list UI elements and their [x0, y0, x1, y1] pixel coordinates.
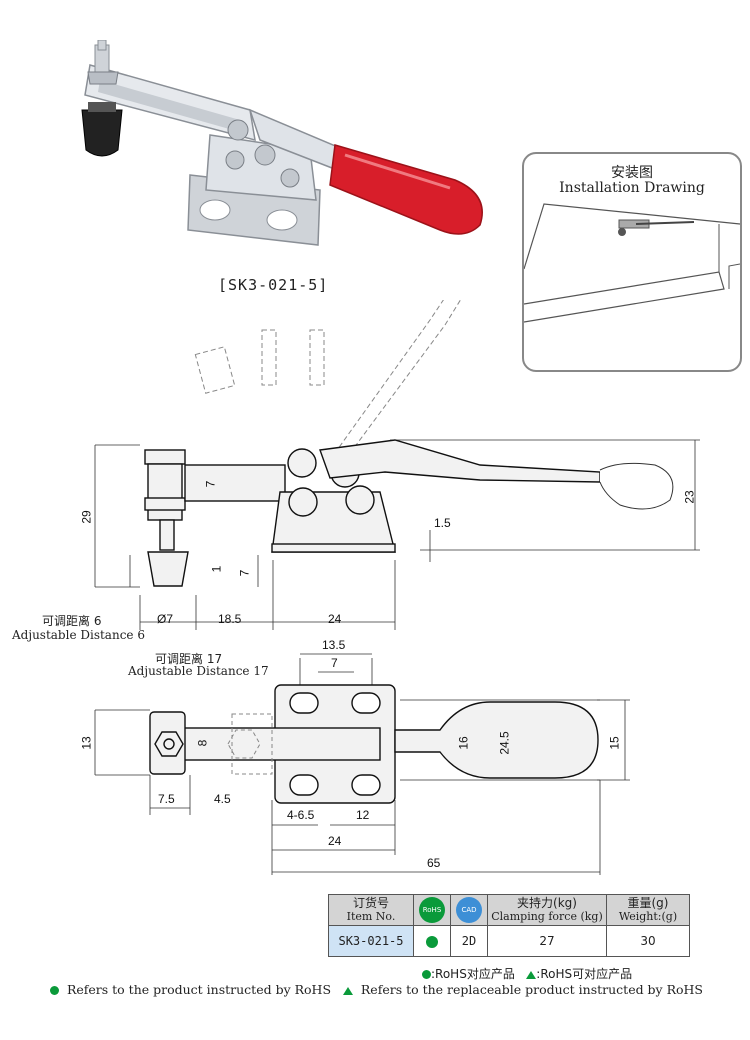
header-weight: 重量(g) Weight:(g) [606, 894, 690, 926]
dim-24-top: 24 [328, 834, 342, 848]
adjustable-6-en: Adjustable Distance 6 [12, 628, 145, 642]
cell-rohs [413, 925, 451, 957]
rohs-dot-icon [426, 935, 438, 948]
dim-7-5: 7.5 [158, 792, 175, 806]
rohs-dot-icon [50, 986, 59, 995]
dim-13-5: 13.5 [322, 638, 346, 652]
dim-4-6-5: 4-6.5 [287, 808, 315, 822]
dim-24-5: 24.5 [497, 731, 512, 755]
dim-7-top: 7 [331, 656, 338, 670]
dim-65: 65 [427, 856, 441, 870]
installation-title-en: Installation Drawing [559, 180, 705, 196]
product-photo [81, 40, 483, 246]
adjustable-6-cn: 可调距离 6 [42, 614, 102, 628]
cad-icon: CAD [456, 897, 482, 923]
cell-weight: 30 [606, 925, 690, 957]
header-rohs: RoHS [413, 894, 451, 926]
cell-force: 27 [487, 925, 607, 957]
legend-en: Refers to the product instructed by RoHS… [50, 982, 703, 997]
dim-phi7: Ø7 [157, 612, 174, 626]
dim-24-side: 24 [328, 612, 342, 626]
legend-cn: :RoHS对应产品 :RoHS可对应产品 [422, 965, 632, 982]
dim-1-5: 1.5 [434, 516, 451, 530]
dim-18-5: 18.5 [218, 612, 242, 626]
cell-cad: 2D [450, 925, 488, 957]
model-caption: [SK3-021-5] [218, 276, 329, 294]
dim-16: 16 [456, 736, 471, 750]
dim-4-5: 4.5 [214, 792, 231, 806]
rohs-icon: RoHS [419, 897, 445, 923]
dim-13: 13 [79, 736, 94, 750]
dim-15: 15 [607, 736, 622, 750]
header-cad: CAD [450, 894, 488, 926]
adjustable-17-en: Adjustable Distance 17 [128, 664, 269, 678]
dim-8: 8 [195, 739, 210, 747]
replaceable-triangle-icon [526, 970, 537, 979]
spec-table: 订货号 Item No. RoHS CAD 夹持力(kg) Clamping f… [328, 894, 690, 957]
dim-12: 12 [356, 808, 370, 822]
dim-7-low: 7 [237, 569, 252, 577]
dim-1: 1 [209, 565, 224, 573]
installation-drawing-panel: 安装图 Installation Drawing [522, 152, 742, 372]
dim-height-29: 29 [79, 510, 94, 524]
installation-sketch [524, 203, 740, 323]
cell-item: SK3-021-5 [328, 925, 414, 957]
top-view-drawing [94, 653, 630, 875]
side-view-drawing [94, 300, 700, 630]
installation-title-cn: 安装图 [611, 165, 653, 181]
adjustable-17-cn: 可调距离 17 [155, 652, 223, 666]
replaceable-triangle-icon [342, 986, 353, 995]
rohs-dot-icon [422, 970, 431, 979]
header-item: 订货号 Item No. [328, 894, 414, 926]
dim-arm-7: 7 [203, 480, 218, 488]
header-force: 夹持力(kg) Clamping force (kg) [487, 894, 607, 926]
dim-height-23: 23 [682, 490, 697, 504]
